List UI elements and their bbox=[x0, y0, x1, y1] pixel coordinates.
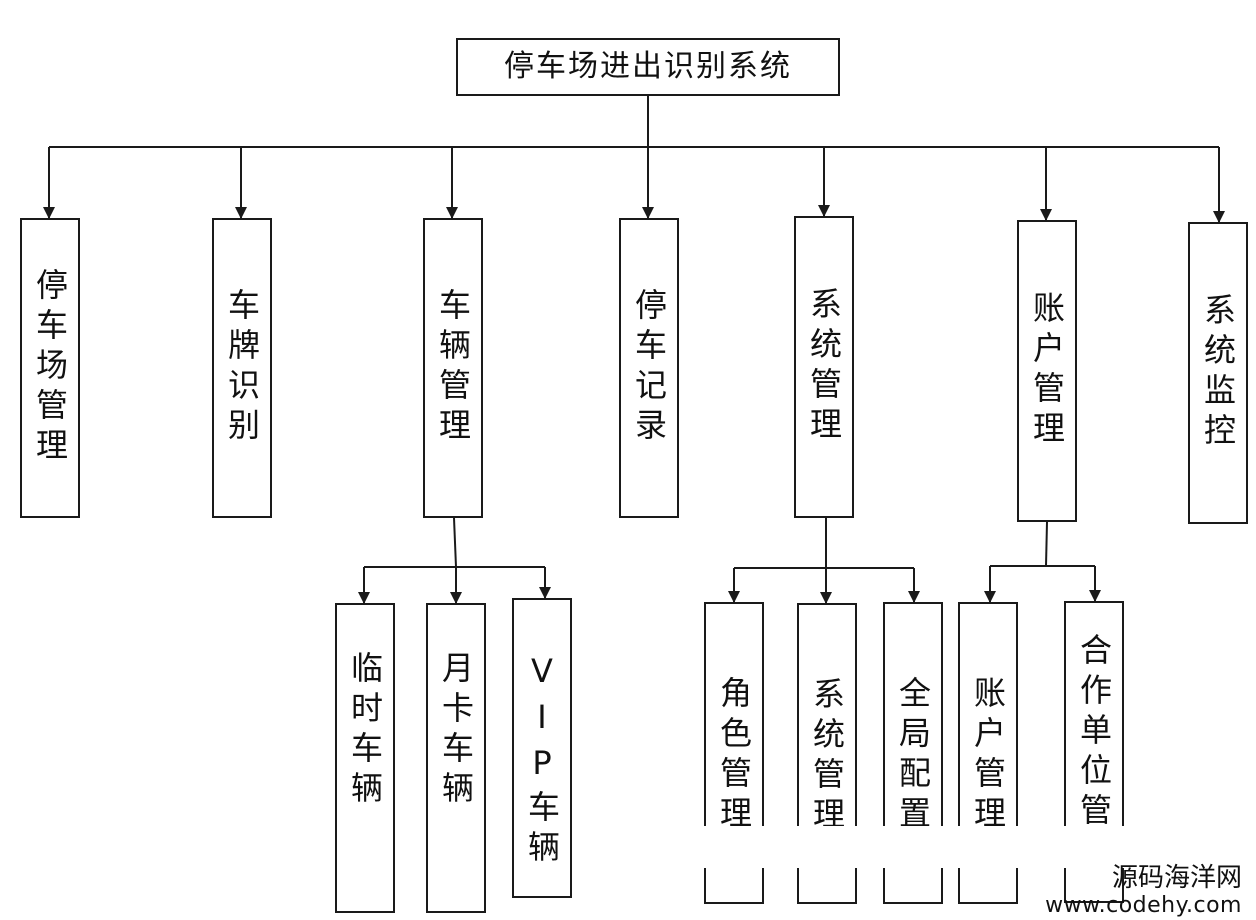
watermark-name: 源码海洋网 bbox=[1111, 863, 1242, 893]
root-title: 停车场进出识别系统 bbox=[504, 49, 792, 84]
submodule-label: 全局配置 bbox=[894, 676, 932, 836]
module-account-management: 账户管理 bbox=[1017, 220, 1077, 522]
module-label: 账户管理 bbox=[1028, 291, 1066, 451]
submodule-monthly-vehicles: 月卡车辆 bbox=[426, 603, 486, 913]
module-vehicle-management: 车辆管理 bbox=[423, 218, 483, 518]
module-label: 停车场管理 bbox=[31, 268, 69, 468]
submodule-label: 系统管理 bbox=[808, 677, 846, 837]
submodule-label: 月卡车辆 bbox=[437, 651, 475, 811]
module-label: 系统管理 bbox=[805, 287, 843, 447]
submodule-label: 临时车辆 bbox=[346, 651, 384, 811]
module-label: 车牌识别 bbox=[223, 288, 261, 448]
watermark-url: www.codehy.com bbox=[1045, 893, 1242, 918]
module-parking-management: 停车场管理 bbox=[20, 218, 80, 518]
module-plate-recognition: 车牌识别 bbox=[212, 218, 272, 518]
submodule-temporary-vehicles: 临时车辆 bbox=[335, 603, 395, 913]
vehicle-stem bbox=[453, 517, 457, 568]
submodule-label: 账户管理 bbox=[969, 676, 1007, 836]
module-system-monitor: 系统监控 bbox=[1188, 222, 1248, 524]
module-system-management: 系统管理 bbox=[794, 216, 854, 518]
module-parking-records: 停车记录 bbox=[619, 218, 679, 518]
module-label: 系统监控 bbox=[1199, 293, 1237, 453]
account-stem bbox=[1045, 521, 1048, 567]
submodule-label: 合作单位管 bbox=[1075, 633, 1113, 833]
submodule-vip-vehicles: VIP车辆 bbox=[512, 598, 572, 898]
watermark-backdrop bbox=[672, 826, 1256, 868]
root-node: 停车场进出识别系统 bbox=[456, 38, 840, 96]
submodule-label: 角色管理 bbox=[715, 676, 753, 836]
module-label: 停车记录 bbox=[630, 288, 668, 448]
module-label: 车辆管理 bbox=[434, 288, 472, 448]
submodule-label: VIP车辆 bbox=[523, 652, 561, 870]
